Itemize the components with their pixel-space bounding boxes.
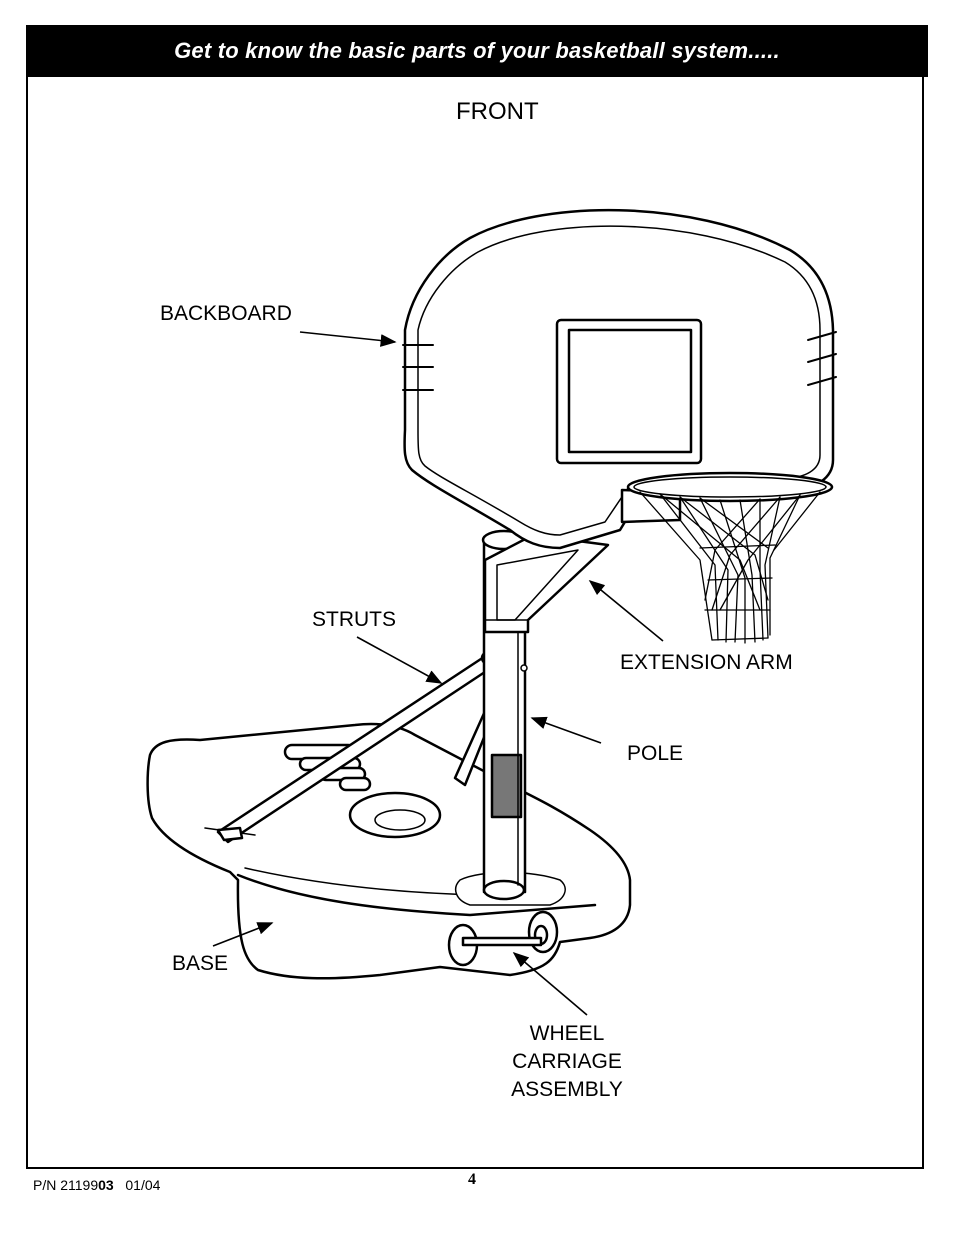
header-title: Get to know the basic parts of your bask… [174,38,780,63]
page-number: 4 [468,1171,476,1188]
label-struts: STRUTS [312,608,396,631]
revision-date: 01/04 [125,1177,161,1193]
label-extension-arm: EXTENSION ARM [620,651,793,674]
struts-arrow [356,636,443,684]
extension-arm-drawing [483,533,610,634]
label-wheel-line1: WHEEL [529,1022,605,1045]
base-drawing [146,722,632,980]
extension-arm-arrow [588,579,664,642]
label-wheel-carriage-assembly: WHEEL CARRIAGE ASSEMBLY [504,1020,630,1104]
pole-arrow [530,716,602,744]
label-backboard: BACKBOARD [160,302,292,325]
part-number-prefix: P/N 21199 [33,1177,99,1193]
header-bar: Get to know the basic parts of your bask… [26,25,928,77]
part-number-suffix: 03 [98,1177,114,1193]
wheel-carriage-arrow [512,951,588,1016]
rim-net-drawing [620,471,834,644]
backboard-drawing [402,208,837,550]
base-arrow [212,922,274,947]
backboard-arrow [299,331,397,347]
part-number: P/N 2119903 01/04 [33,1177,160,1193]
label-wheel-line3: ASSEMBLY [511,1078,623,1101]
label-base: BASE [172,952,229,975]
view-label: FRONT [456,98,539,125]
label-pole: POLE [627,742,684,765]
label-wheel-line2: CARRIAGE [512,1050,622,1073]
